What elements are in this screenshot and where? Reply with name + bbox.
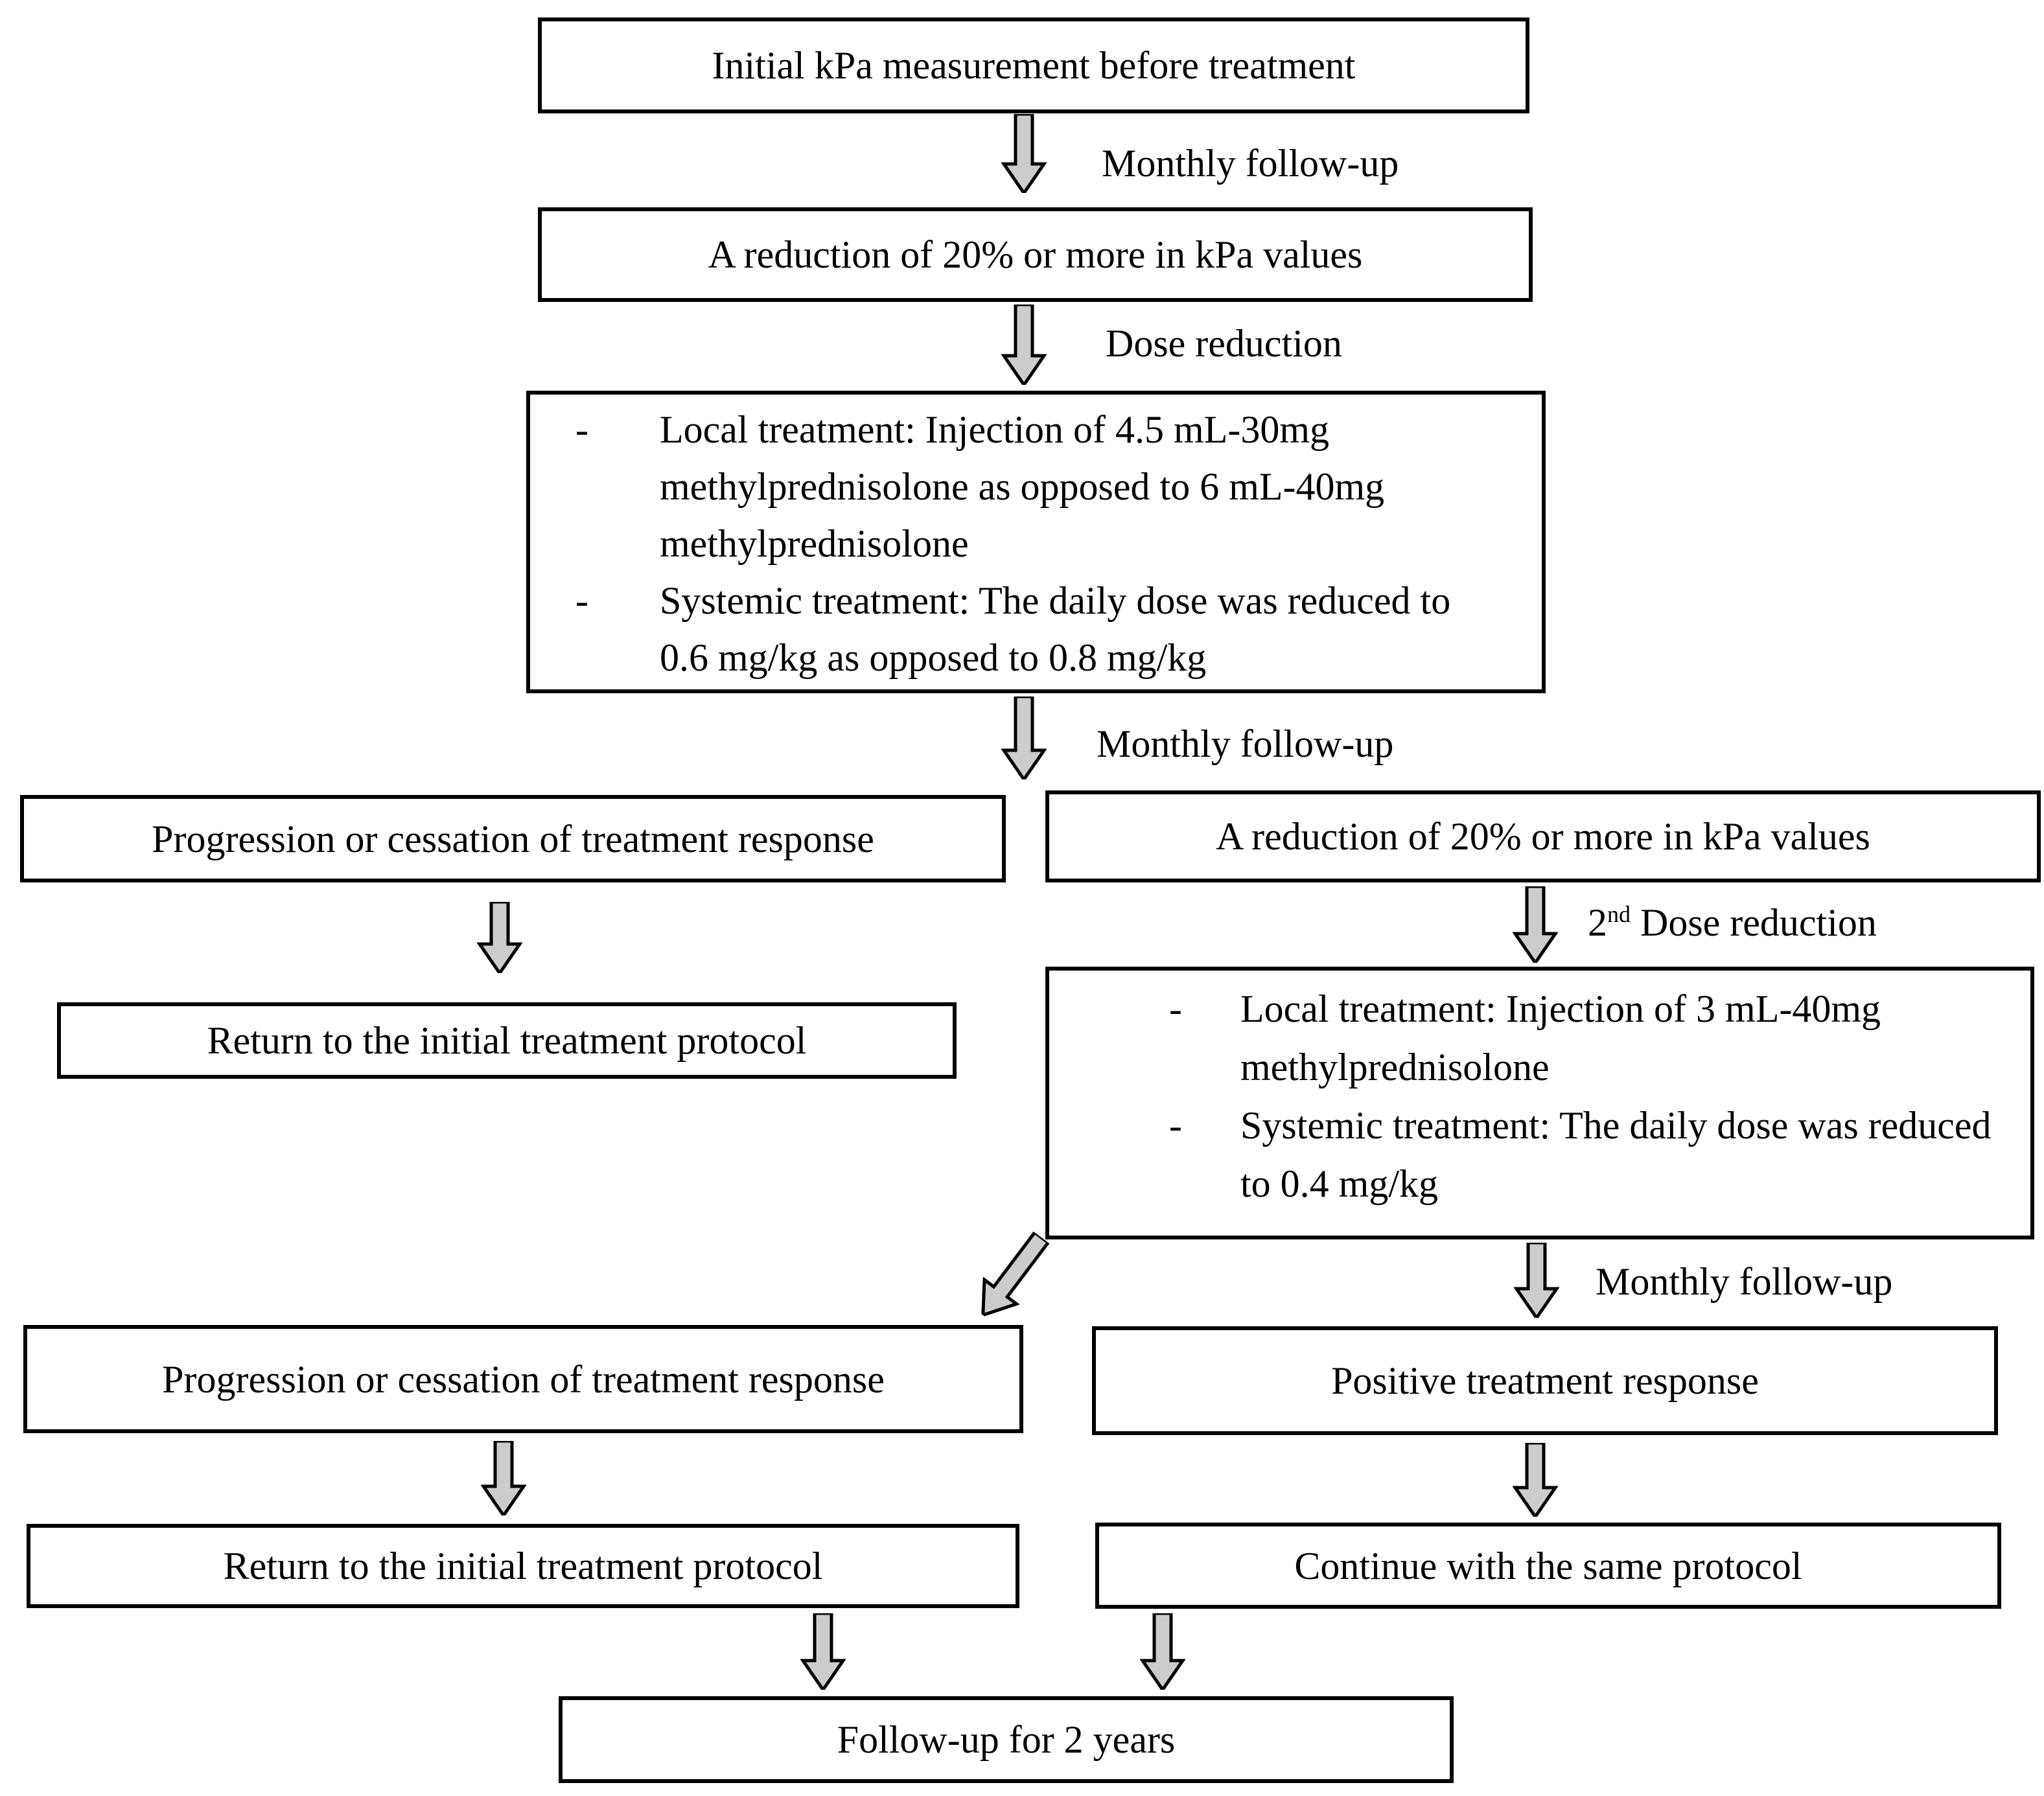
second-dose-base: 2 xyxy=(1588,901,1607,944)
arrow-glyph xyxy=(800,1613,846,1690)
node-progression-2: Progression or cessation of treatment re… xyxy=(23,1325,1023,1433)
node-label: Positive treatment response xyxy=(1331,1359,1759,1402)
arrow-glyph xyxy=(1001,305,1047,385)
arrow-diagonal-to-progression-2 xyxy=(965,1224,1060,1329)
arrow-glyph xyxy=(1514,1243,1559,1318)
arrow-glyph xyxy=(1001,697,1047,779)
arrow-down-monthly-followup-3 xyxy=(1514,1243,1559,1318)
edge-label-second-dose-reduction: 2nd Dose reduction xyxy=(1588,902,1877,943)
node-label: Return to the initial treatment protocol xyxy=(207,1019,807,1062)
node-label: Initial kPa measurement before treatment xyxy=(712,44,1356,87)
list-item: - Systemic treatment: The daily dose was… xyxy=(530,572,1542,686)
bullet-dash: - xyxy=(575,408,588,451)
edge-label-dose-reduction: Dose reduction xyxy=(1106,322,1342,365)
node-label: A reduction of 20% or more in kPa values xyxy=(708,233,1363,276)
arrow-down-to-return-2 xyxy=(481,1441,526,1515)
list-item-text: Local treatment: Injection of 4.5 mL-30m… xyxy=(660,408,1385,565)
arrow-glyph xyxy=(1001,114,1047,193)
node-return-protocol-1: Return to the initial treatment protocol xyxy=(57,1002,957,1079)
node-kpa-reduction-1: A reduction of 20% or more in kPa values xyxy=(538,207,1533,302)
arrow-down-followup-right xyxy=(1140,1613,1185,1690)
node-label: Progression or cessation of treatment re… xyxy=(152,817,874,860)
arrow-down-to-return-1 xyxy=(477,902,522,973)
second-dose-rest: Dose reduction xyxy=(1631,901,1877,944)
list-item-text: Local treatment: Injection of 3 mL-40mg … xyxy=(1240,987,1881,1088)
node-followup-2-years: Follow-up for 2 years xyxy=(559,1696,1454,1783)
node-dose-reduction-details-1: - Local treatment: Injection of 4.5 mL-3… xyxy=(526,391,1546,693)
bullet-dash: - xyxy=(575,579,588,622)
list-item-text: Systemic treatment: The daily dose was r… xyxy=(1240,1104,1992,1205)
arrow-glyph xyxy=(981,1230,1051,1318)
edge-label-monthly-followup-1: Monthly follow-up xyxy=(1102,142,1399,185)
arrow-down-monthly-followup-1 xyxy=(1001,114,1047,193)
node-kpa-reduction-2: A reduction of 20% or more in kPa values xyxy=(1045,790,2041,882)
node-positive-response: Positive treatment response xyxy=(1092,1326,1998,1435)
arrow-down-dose-reduction xyxy=(1001,305,1047,385)
arrow-down-monthly-followup-2 xyxy=(1001,697,1047,779)
list-item-text: Systemic treatment: The daily dose was r… xyxy=(660,579,1451,679)
node-return-protocol-2: Return to the initial treatment protocol xyxy=(27,1524,1019,1608)
node-progression-1: Progression or cessation of treatment re… xyxy=(20,795,1006,882)
node-initial-kpa-measurement: Initial kPa measurement before treatment xyxy=(538,17,1529,113)
arrow-glyph xyxy=(481,1441,526,1515)
node-label: Return to the initial treatment protocol xyxy=(223,1545,823,1587)
node-label: Progression or cessation of treatment re… xyxy=(162,1357,885,1401)
list-item: - Local treatment: Injection of 4.5 mL-3… xyxy=(530,401,1542,572)
node-label: Continue with the same protocol xyxy=(1294,1544,1802,1587)
arrow-glyph xyxy=(1513,1443,1558,1517)
bullet-dash: - xyxy=(1169,1104,1182,1147)
arrow-down-to-continue xyxy=(1513,1443,1558,1517)
node-dose-reduction-details-2: - Local treatment: Injection of 3 mL-40m… xyxy=(1045,967,2034,1239)
arrow-down-followup-left xyxy=(800,1613,846,1690)
second-dose-superscript: nd xyxy=(1607,901,1631,927)
node-label: Follow-up for 2 years xyxy=(837,1718,1176,1761)
list-item: - Local treatment: Injection of 3 mL-40m… xyxy=(1049,980,2030,1096)
edge-label-monthly-followup-3: Monthly follow-up xyxy=(1596,1260,1893,1303)
list-item: - Systemic treatment: The daily dose was… xyxy=(1049,1096,2030,1213)
arrow-glyph xyxy=(1140,1613,1185,1690)
node-label: A reduction of 20% or more in kPa values xyxy=(1216,815,1870,858)
arrow-glyph xyxy=(1513,886,1558,963)
arrow-glyph xyxy=(477,902,522,973)
node-continue-protocol: Continue with the same protocol xyxy=(1095,1523,2001,1609)
arrow-down-second-dose-reduction xyxy=(1513,886,1558,963)
edge-label-monthly-followup-2: Monthly follow-up xyxy=(1097,722,1394,765)
bullet-dash: - xyxy=(1169,987,1182,1030)
